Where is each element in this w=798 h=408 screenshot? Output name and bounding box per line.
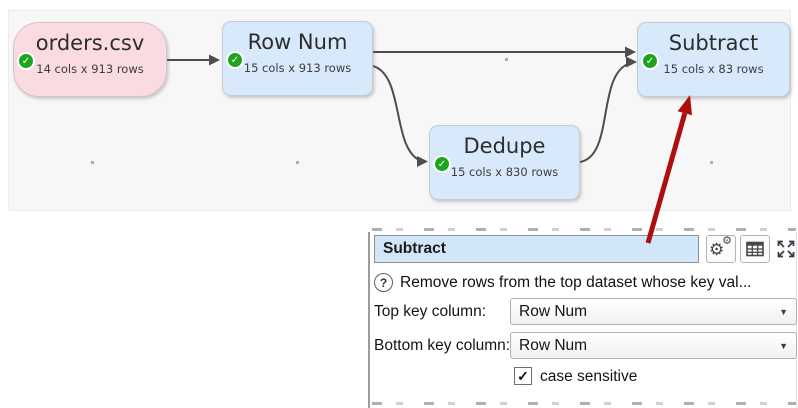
node-orders-csv[interactable]: ✓ orders.csv 14 cols x 913 rows — [13, 22, 167, 97]
grid-dot — [710, 161, 713, 164]
node-title: Dedupe — [463, 134, 546, 158]
checkmark-icon: ✓ — [517, 367, 529, 384]
selected-value: Row Num — [519, 302, 588, 320]
case-sensitive-label: case sensitive — [540, 368, 638, 385]
status-check-icon: ✓ — [17, 52, 35, 70]
grid-dot — [505, 58, 508, 61]
bottom-key-column-select[interactable]: Row Num ▼ — [510, 332, 797, 359]
bottom-key-column-label: Bottom key column: — [374, 337, 511, 354]
node-subtitle: 15 cols x 83 rows — [663, 62, 764, 76]
node-subtitle: 14 cols x 913 rows — [36, 62, 144, 76]
node-name-input[interactable] — [374, 235, 699, 263]
torn-edge — [372, 228, 796, 231]
gear-icon: ⚙ ⚙ — [709, 235, 732, 259]
node-title: Row Num — [247, 30, 348, 54]
node-title: orders.csv — [35, 31, 145, 55]
top-key-column-label: Top key column: — [374, 303, 486, 320]
dropdown-arrow-icon: ▼ — [779, 306, 788, 317]
dropdown-arrow-icon: ▼ — [779, 340, 788, 351]
node-subtitle: 15 cols x 830 rows — [450, 165, 559, 179]
status-check-icon: ✓ — [433, 155, 451, 173]
torn-edge — [372, 402, 796, 405]
case-sensitive-checkbox[interactable]: ✓ — [514, 367, 532, 385]
transform-description: Remove rows from the top dataset whose k… — [400, 274, 752, 291]
settings-button[interactable]: ⚙ ⚙ — [706, 235, 736, 263]
status-check-icon: ✓ — [226, 51, 244, 69]
top-key-column-select[interactable]: Row Num ▼ — [510, 298, 797, 325]
expand-icon — [777, 240, 795, 258]
status-check-icon: ✓ — [641, 52, 659, 70]
expand-button[interactable] — [772, 235, 798, 263]
node-dedupe[interactable]: ✓ Dedupe 15 cols x 830 rows — [429, 125, 580, 200]
properties-panel: ⚙ ⚙ — [368, 232, 797, 408]
node-row-num[interactable]: ✓ Row Num 15 cols x 913 rows — [222, 21, 373, 96]
help-icon[interactable]: ? — [374, 273, 393, 292]
table-icon — [746, 241, 764, 257]
node-subtitle: 15 cols x 913 rows — [243, 61, 352, 75]
node-subtract[interactable]: ✓ Subtract 15 cols x 83 rows — [637, 22, 790, 97]
grid-dot — [296, 161, 299, 164]
grid-dot — [91, 161, 94, 164]
view-table-button[interactable] — [740, 235, 770, 263]
selected-value: Row Num — [519, 336, 588, 354]
node-title: Subtract — [668, 31, 759, 55]
